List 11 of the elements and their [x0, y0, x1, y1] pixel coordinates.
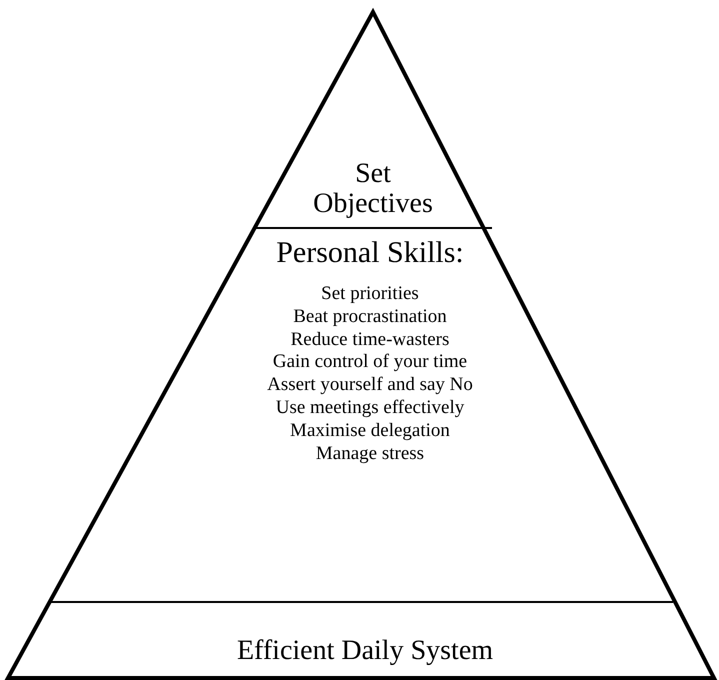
- skill-item: Maximise delegation: [290, 420, 450, 443]
- skill-item: Reduce time-wasters: [290, 328, 450, 352]
- tier-title: Personal Skills:: [276, 235, 464, 271]
- tier-title: Efficient Daily System: [236, 636, 494, 667]
- skill-item: Manage stress: [316, 442, 424, 466]
- skill-item: Set priorities: [321, 283, 419, 306]
- skill-item: Beat procrastination: [293, 306, 447, 329]
- skill-item: Gain control of your time: [272, 351, 468, 374]
- skill-item: Assert yourself and say No: [267, 374, 473, 397]
- skill-item: Use meetings effectively: [276, 396, 464, 420]
- tier-title: Set Objectives: [312, 159, 434, 218]
